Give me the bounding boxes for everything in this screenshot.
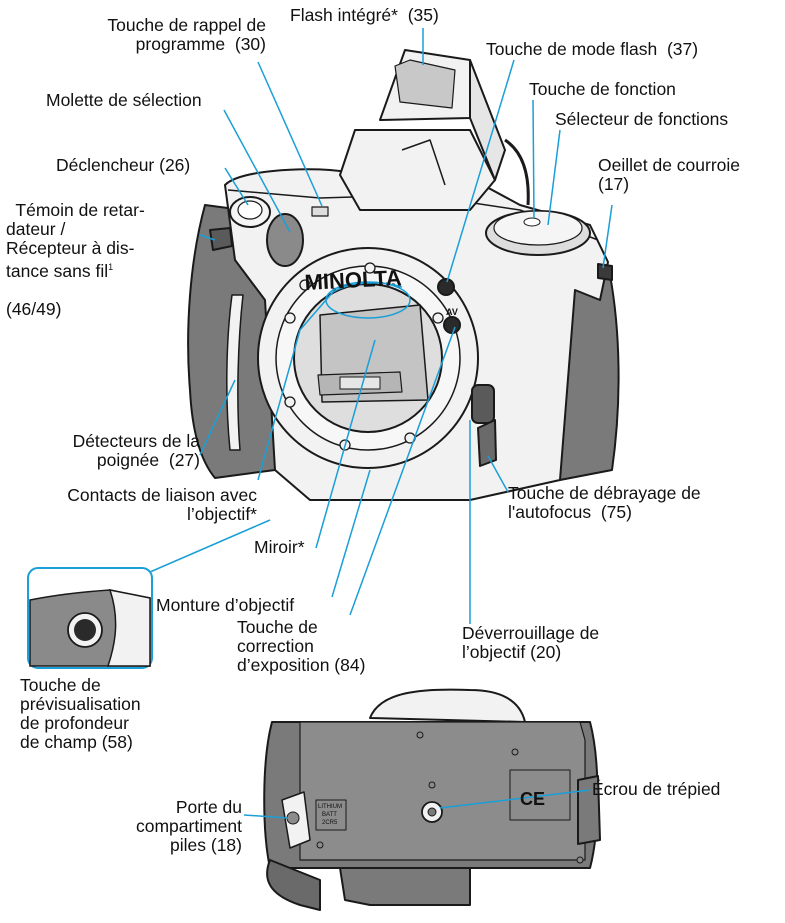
label-flash-mode: Touche de mode flash (37) <box>486 39 699 59</box>
label-self-timer-text: Témoin de retar- dateur / Récepteur à di… <box>6 200 145 281</box>
label-battery-door: Porte du compartiment piles (18) <box>135 797 242 855</box>
dof-preview-inset <box>27 567 153 669</box>
battery-marking-line: 2CR5 <box>322 820 338 826</box>
leader-contacts-ellipse <box>325 281 411 319</box>
label-dof-preview: Touche de prévisualisation de profondeur… <box>20 675 141 752</box>
label-self-timer-pages: (46/49) <box>6 298 62 319</box>
leader-mirror <box>315 339 376 549</box>
label-function-dial: Sélecteur de fonctions <box>555 109 729 129</box>
leader-function-dial <box>547 129 561 226</box>
label-shutter-release: Déclencheur (26) <box>56 155 191 175</box>
leader-strap <box>602 204 613 269</box>
leader-exposure-comp <box>349 326 456 616</box>
leader-program-reset <box>257 61 323 207</box>
label-control-dial: Molette de sélection <box>46 90 202 110</box>
leader-dof <box>149 519 271 573</box>
battery-marking-line: LITHIUM <box>318 804 342 810</box>
camera-bottom-view <box>263 688 601 911</box>
brand-logo: MINOLTA <box>304 265 402 295</box>
battery-marking-line: BATT <box>322 812 337 818</box>
ce-mark: CE <box>520 789 545 809</box>
leader-function-button <box>532 99 535 219</box>
label-grip-sensors: Détecteurs de la poignée (27) <box>72 431 200 470</box>
av-mark: AV <box>446 307 458 317</box>
footnote-marker: 1 <box>108 262 114 272</box>
leader-control-dial <box>223 109 291 233</box>
label-mirror: Miroir* <box>254 537 305 557</box>
leader-af-release <box>487 455 509 493</box>
leader-self-timer <box>199 234 216 241</box>
leader-shutter <box>224 167 249 206</box>
leader-lines <box>149 28 613 819</box>
label-lens-contacts: Contacts de liaison avec l’objectif* <box>67 485 257 524</box>
label-self-timer: Témoin de retar- dateur / Récepteur à di… <box>6 182 145 338</box>
label-tripod-socket: Écrou de trépied <box>592 779 721 799</box>
leader-lens-mount <box>331 469 371 598</box>
label-exposure-comp: Touche de correction d’exposition (84) <box>237 617 366 675</box>
label-lens-release: Déverrouillage de l’objectif (20) <box>462 623 600 662</box>
label-strap-eyelet: Oeillet de courroie (17) <box>598 155 741 194</box>
camera-front-view <box>187 49 620 501</box>
label-program-reset: Touche de rappel de programme (30) <box>107 15 266 54</box>
leader-flash-mode <box>446 59 515 283</box>
label-af-release: Touche de débrayage de l'autofocus (75) <box>508 483 701 522</box>
label-builtin-flash: Flash intégré* (35) <box>290 5 439 25</box>
label-function-button: Touche de fonction <box>529 79 676 99</box>
leader-battery-door <box>243 814 289 819</box>
leader-tripod <box>439 789 591 809</box>
battery-marking: LITHIUM BATT 2CR5 <box>318 804 344 826</box>
leader-grip-sensors <box>199 379 236 456</box>
label-lens-mount: Monture d’objectif <box>156 595 295 615</box>
